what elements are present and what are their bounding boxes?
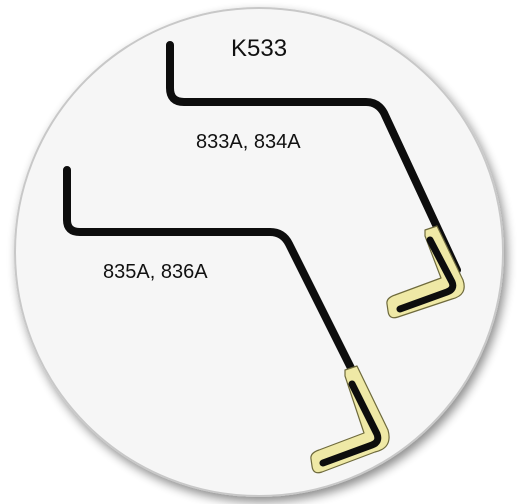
- upper-part-label: 833A, 834A: [196, 131, 301, 153]
- lower-part-label: 835A, 836A: [103, 261, 208, 283]
- upper-rod-part: [166, 41, 465, 319]
- diagram-title: K533: [231, 35, 287, 62]
- lower-rod-part: [63, 166, 390, 474]
- lower-rod-hook: [319, 380, 382, 467]
- lower-rod: [63, 166, 381, 424]
- upper-rod-hook: [396, 236, 457, 313]
- upper-rod: [166, 41, 461, 274]
- background-disc: [14, 7, 504, 497]
